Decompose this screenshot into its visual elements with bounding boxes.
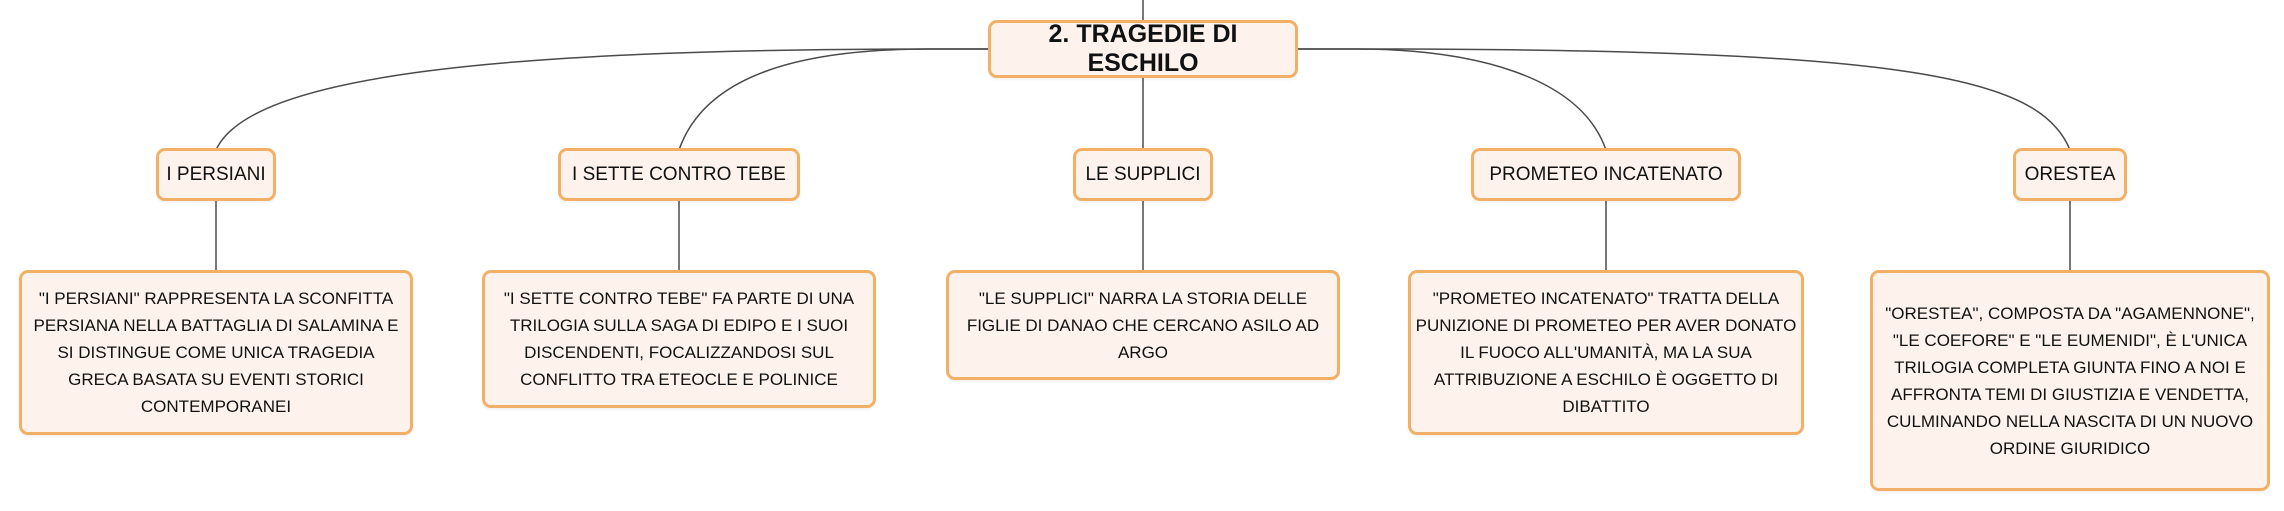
topic-prometeo-incatenato[interactable]: PROMETEO INCATENATO: [1471, 148, 1741, 201]
subtopic-i-sette-contro-tebe-description[interactable]: "I SETTE CONTRO TEBE" FA PARTE DI UNA TR…: [482, 270, 876, 408]
connector-root-prometeo-incatenato: [1298, 48, 1607, 151]
topic-label: ORESTEA: [2024, 163, 2116, 185]
root-topic-label: 2. TRAGEDIE DI ESCHILO: [1048, 20, 1238, 77]
topic-i-sette-contro-tebe[interactable]: I SETTE CONTRO TEBE: [558, 148, 800, 201]
subtopic-orestea-description[interactable]: "ORESTEA", COMPOSTA DA "AGAMENNONE", "LE…: [1870, 270, 2270, 491]
subtopic-le-supplici-description[interactable]: "LE SUPPLICI" NARRA LA STORIA DELLE FIGL…: [946, 270, 1340, 380]
topic-label: I SETTE CONTRO TEBE: [572, 163, 786, 185]
description-text: "LE SUPPLICI" NARRA LA STORIA DELLE FIGL…: [966, 288, 1320, 362]
description-text: "I SETTE CONTRO TEBE" FA PARTE DI UNA TR…: [503, 289, 855, 389]
connector-root-i-persiani: [215, 48, 988, 151]
topic-le-supplici[interactable]: LE SUPPLICI: [1073, 148, 1213, 201]
connector-root-i-sette-contro-tebe: [678, 48, 988, 151]
description-text: "PROMETEO INCATENATO" TRATTA DELLA PUNIZ…: [1415, 289, 1797, 416]
topic-orestea[interactable]: ORESTEA: [2013, 148, 2127, 201]
description-text: "ORESTEA", COMPOSTA DA "AGAMENNONE", "LE…: [1885, 303, 2255, 458]
topic-i-persiani[interactable]: I PERSIANI: [156, 148, 276, 201]
topic-label: I PERSIANI: [166, 163, 266, 185]
description-text: "I PERSIANI" RAPPRESENTA LA SCONFITTA PE…: [33, 289, 399, 416]
connector-root-orestea: [1298, 48, 2071, 151]
topic-label: PROMETEO INCATENATO: [1489, 163, 1723, 185]
root-topic[interactable]: 2. TRAGEDIE DI ESCHILO: [988, 20, 1298, 78]
topic-label: LE SUPPLICI: [1085, 163, 1201, 185]
subtopic-prometeo-incatenato-description[interactable]: "PROMETEO INCATENATO" TRATTA DELLA PUNIZ…: [1408, 270, 1804, 435]
subtopic-i-persiani-description[interactable]: "I PERSIANI" RAPPRESENTA LA SCONFITTA PE…: [19, 270, 413, 435]
